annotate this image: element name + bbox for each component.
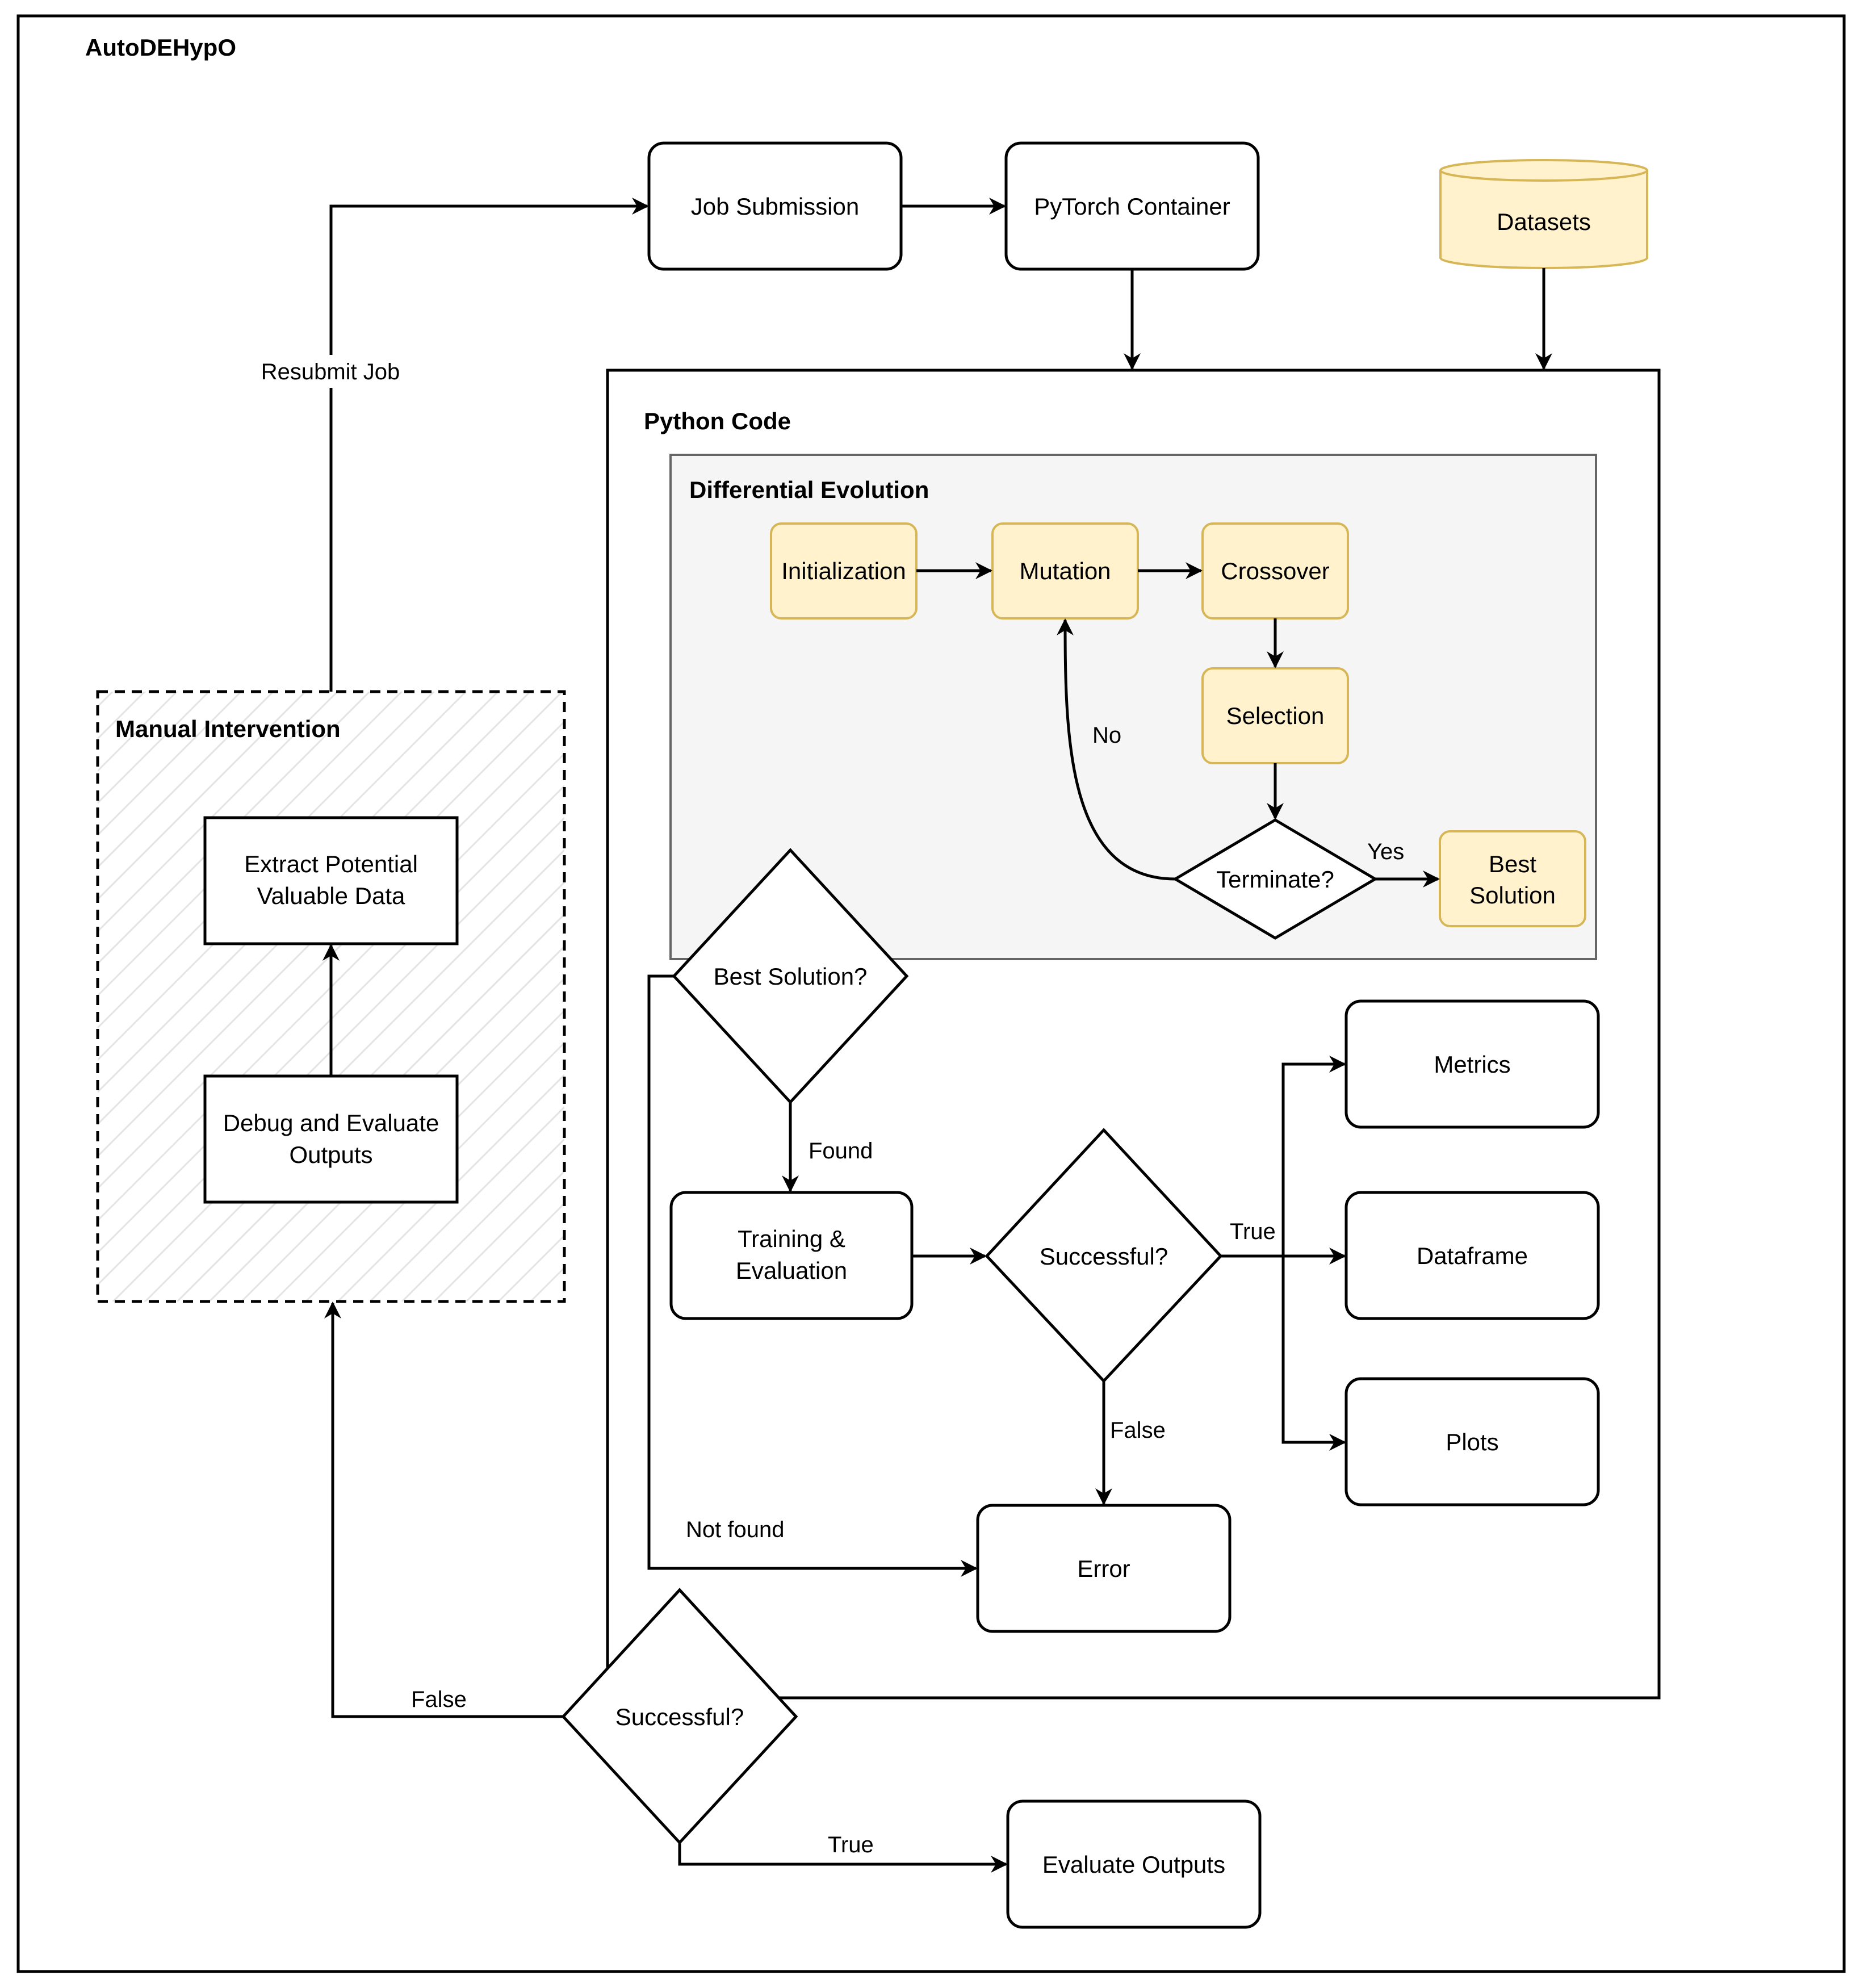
metrics-box[interactable] [1344, 999, 1600, 1129]
not-found-label: Not found [686, 1517, 784, 1542]
training-label-1: Training & [738, 1225, 845, 1252]
selection-label: Selection [1226, 702, 1325, 729]
arrow-true-to-plots [1281, 1256, 1346, 1451]
yes-label: Yes [1367, 839, 1404, 864]
true-label-outer: True [828, 1832, 874, 1857]
extract-data-label-1: Extract Potential [244, 851, 418, 877]
best-solution-label-1: Best [1489, 851, 1536, 877]
plots-label: Plots [1446, 1429, 1498, 1455]
python-code-title: Python Code [644, 408, 791, 434]
metrics-label: Metrics [1434, 1051, 1510, 1078]
debug-evaluate-label-2: Outputs [289, 1141, 372, 1168]
successful-outer-label: Successful? [615, 1704, 744, 1730]
debug-evaluate-label-1: Debug and Evaluate [223, 1110, 439, 1136]
debug-evaluate-box[interactable] [203, 1074, 459, 1204]
best-solution-box[interactable] [1439, 830, 1586, 927]
extract-data-box[interactable] [203, 816, 459, 945]
training-evaluation-box[interactable] [669, 1191, 914, 1320]
crossover-label: Crossover [1221, 558, 1329, 584]
datasets-cylinder[interactable] [1439, 159, 1648, 269]
datasets-label: Datasets [1497, 208, 1591, 235]
best-solution-label-2: Solution [1469, 882, 1556, 909]
differential-evolution-title: Differential Evolution [689, 476, 929, 503]
dataframe-box[interactable] [1344, 1191, 1600, 1320]
initialization-label: Initialization [781, 558, 906, 584]
job-submission-label: Job Submission [691, 193, 859, 220]
arrow-terminate-no [1057, 618, 1176, 881]
resubmit-label-bg [250, 355, 414, 388]
terminate-decision[interactable] [1172, 818, 1378, 940]
arrow-resubmit [329, 198, 649, 692]
true-label-inner: True [1230, 1219, 1276, 1244]
mutation-label: Mutation [1019, 558, 1111, 584]
successful-inner-label: Successful? [1040, 1243, 1168, 1270]
plots-box[interactable] [1344, 1377, 1600, 1506]
arrow-not-found [647, 974, 978, 1577]
training-label-2: Evaluation [736, 1257, 847, 1284]
arrow-outer-false [324, 1301, 563, 1718]
diagram-title: AutoDEHypO [85, 34, 236, 61]
terminate-label: Terminate? [1216, 866, 1334, 893]
found-label: Found [809, 1139, 873, 1163]
evaluate-outputs-box[interactable] [1006, 1799, 1262, 1929]
evaluate-outputs-label: Evaluate Outputs [1042, 1851, 1225, 1878]
no-label: No [1092, 723, 1121, 748]
error-label: Error [1077, 1555, 1130, 1582]
best-solution-decision-label: Best Solution? [714, 963, 868, 990]
arrow-true-to-metrics [1281, 1056, 1346, 1256]
manual-intervention-title: Manual Intervention [115, 715, 341, 742]
dataframe-label: Dataframe [1417, 1242, 1528, 1269]
pytorch-container-label: PyTorch Container [1034, 193, 1230, 220]
false-label-inner: False [1110, 1418, 1166, 1443]
resubmit-label: Resubmit Job [261, 359, 400, 384]
arrow-outer-true [678, 1843, 1008, 1873]
false-label-outer: False [411, 1687, 467, 1712]
error-box[interactable] [976, 1504, 1232, 1633]
extract-data-label-2: Valuable Data [257, 882, 405, 909]
